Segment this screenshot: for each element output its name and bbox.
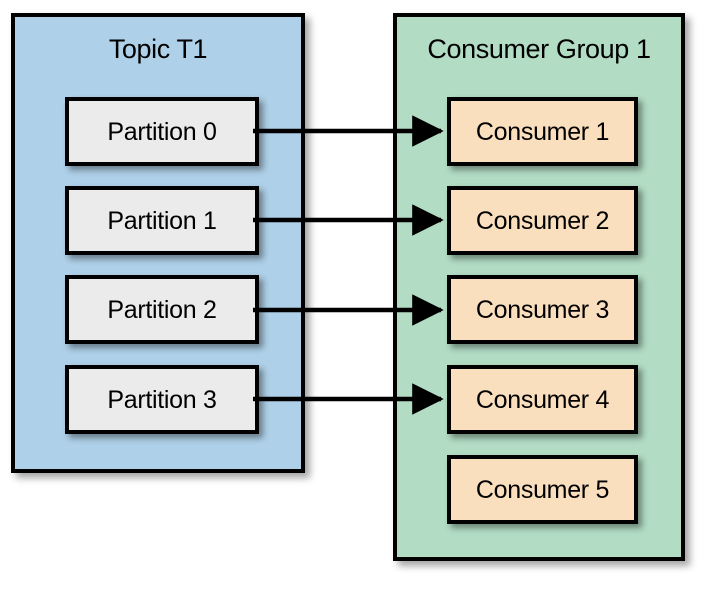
consumer-group-title: Consumer Group 1 [427, 34, 651, 64]
consumer-label-5: Consumer 5 [475, 475, 610, 504]
topic-title: Topic T1 [108, 34, 208, 64]
topic-container: Topic T1 Partition 0 Partition 1 Partiti… [11, 13, 305, 473]
consumer-group-container: Consumer Group 1 Consumer 1 Consumer 2 C… [393, 13, 685, 561]
consumer-box-5[interactable]: Consumer 5 [447, 455, 638, 524]
consumer-box-2[interactable]: Consumer 2 [447, 186, 638, 255]
partition-label-1: Partition 1 [107, 206, 217, 235]
partition-box-0[interactable]: Partition 0 [65, 97, 259, 166]
consumer-label-3: Consumer 3 [475, 295, 610, 324]
consumer-label-2: Consumer 2 [475, 206, 610, 235]
consumer-label-1: Consumer 1 [475, 117, 610, 146]
consumer-label-4: Consumer 4 [475, 385, 610, 414]
partition-label-0: Partition 0 [107, 117, 217, 146]
partition-label-2: Partition 2 [107, 295, 217, 324]
partition-label-3: Partition 3 [107, 385, 217, 414]
partition-box-1[interactable]: Partition 1 [65, 186, 259, 255]
consumer-box-1[interactable]: Consumer 1 [447, 97, 638, 166]
partition-box-3[interactable]: Partition 3 [65, 365, 259, 434]
consumer-box-4[interactable]: Consumer 4 [447, 365, 638, 434]
partition-box-2[interactable]: Partition 2 [65, 275, 259, 344]
consumer-box-3[interactable]: Consumer 3 [447, 275, 638, 344]
